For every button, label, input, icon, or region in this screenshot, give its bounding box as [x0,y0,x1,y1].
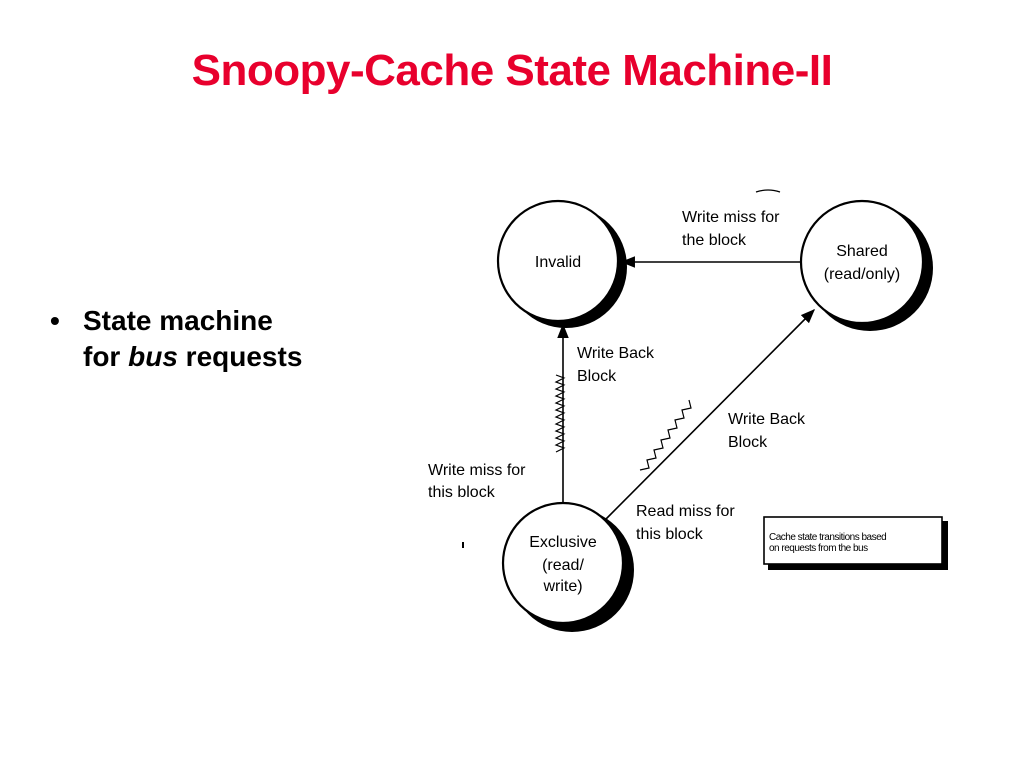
label-exclusive-to-invalid-event-1: Write miss for [428,462,526,479]
label-shared-to-invalid-1: Write miss for [682,209,780,226]
bullet-line-2-prefix: for [83,341,121,372]
scribble-exclusive-to-shared [639,399,692,471]
legend-frame [763,516,943,565]
bullet-line-2-suffix: requests [185,341,303,372]
state-shared-circle [799,199,925,325]
scan-artifact [462,542,464,548]
state-machine-diagram: Invalid Shared (read/only) Exclusive (re… [428,189,948,632]
bullet-list: • State machine for bus requests [50,303,302,375]
bullet-line-2: for bus requests [83,339,302,375]
legend-box: Cache state transitions based on request… [763,516,948,570]
slide-title: Snoopy-Cache State Machine-II [191,46,833,95]
scan-artifact [755,189,781,193]
state-invalid-label: Invalid [535,254,581,271]
scribble-exclusive-to-invalid [554,374,566,453]
label-exclusive-to-invalid-event-2: this block [428,484,496,501]
label-exclusive-to-shared-action-1: Write Back [728,411,806,428]
bullet-line-1: State machine [83,305,273,336]
state-exclusive-label-3: write) [542,578,582,595]
label-shared-to-invalid-2: the block [682,232,747,249]
legend-line-1: Cache state transitions based [769,532,886,543]
state-shared: Shared (read/only) [799,199,933,331]
bullet-emphasis-bus: bus [128,341,178,372]
label-exclusive-to-shared-event-1: Read miss for [636,503,735,520]
legend-line-2: on requests from the bus [769,543,868,554]
bullet-marker: • [50,305,60,336]
state-invalid-circle [496,199,620,323]
bullet-item: • State machine for bus requests [50,303,302,375]
arrow-exclusive-to-shared [605,308,816,520]
label-exclusive-to-invalid-action-1: Write Back [577,345,655,362]
state-exclusive-label-1: Exclusive [529,534,597,551]
label-exclusive-to-shared-event-2: this block [636,526,704,543]
state-invalid: Invalid [496,199,627,328]
state-shared-label-2: (read/only) [824,266,900,283]
label-exclusive-to-shared-action-2: Block [728,434,768,451]
state-exclusive-label-2: (read/ [542,557,584,574]
state-exclusive: Exclusive (read/ write) [501,501,634,632]
state-shared-label-1: Shared [836,243,888,260]
label-exclusive-to-invalid-action-2: Block [577,368,617,385]
